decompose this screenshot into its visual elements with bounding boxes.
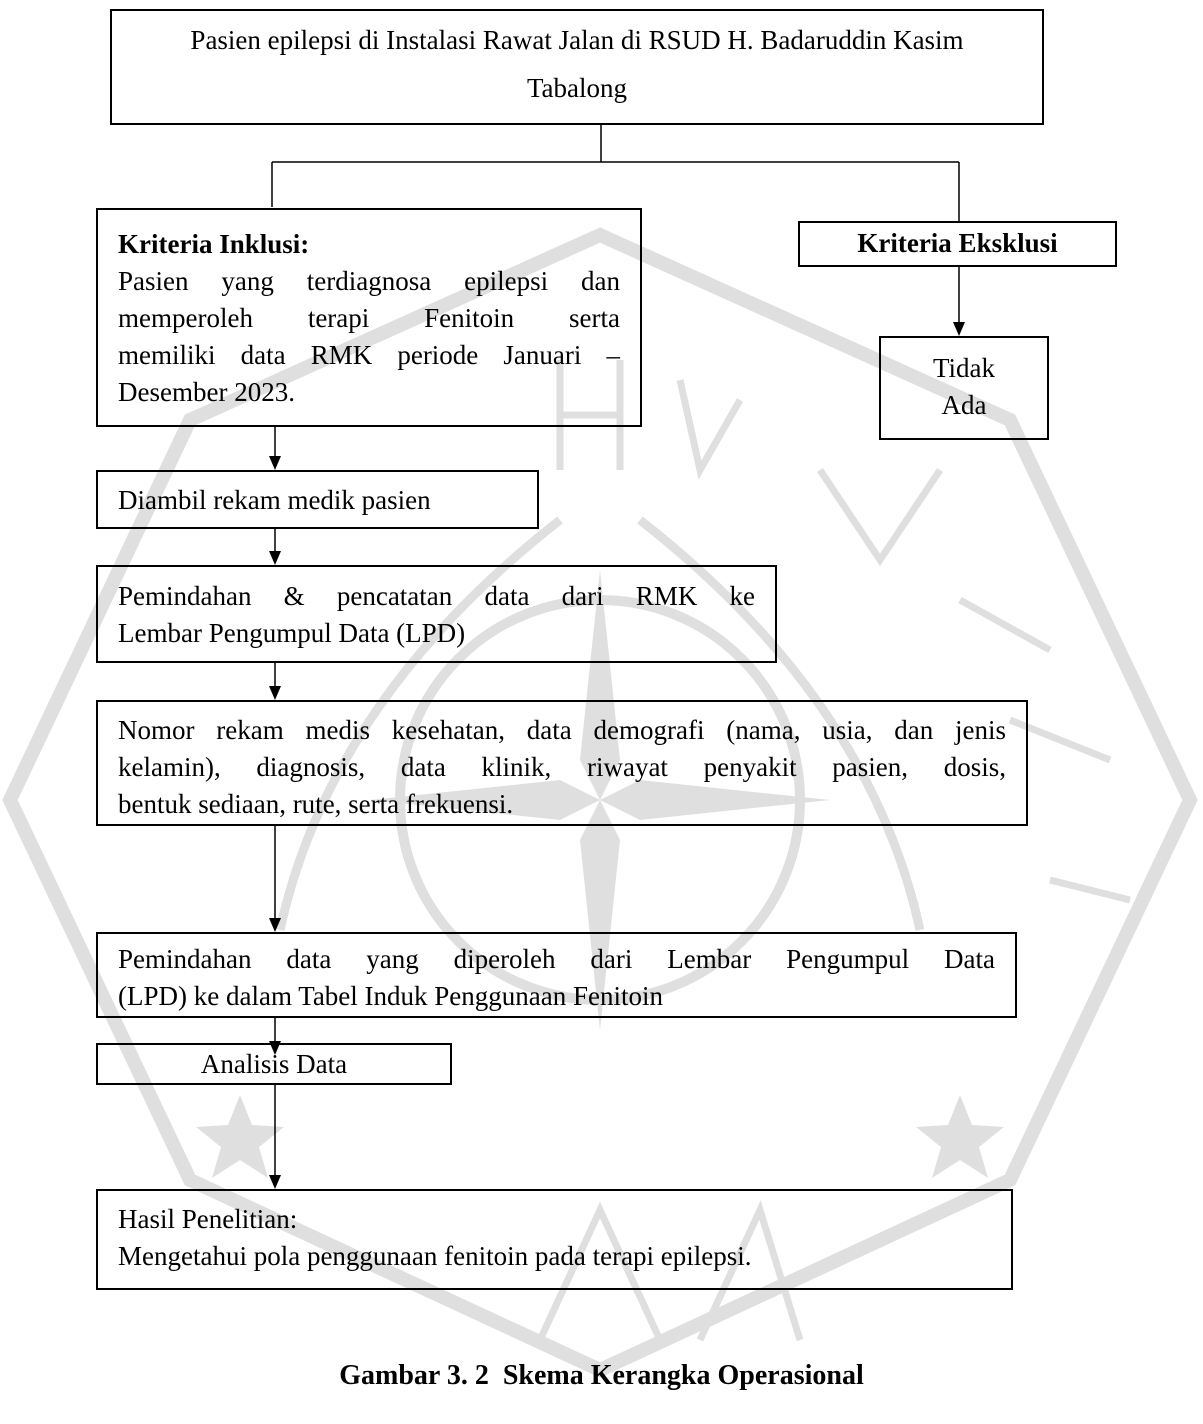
population-text-line2: Tabalong [526, 73, 628, 103]
inclusion-line3: memiliki data RMK periode Januari – [118, 340, 620, 370]
result-box: Hasil Penelitian: Mengetahui pola penggu… [96, 1189, 1013, 1290]
inclusion-line1: Pasien yang terdiagnosa epilepsi dan [118, 266, 620, 296]
result-text: Mengetahui pola penggunaan fenitoin pada… [118, 1241, 752, 1271]
inclusion-criteria-box: Kriteria Inklusi: Pasien yang terdiagnos… [96, 208, 642, 427]
exclusion-criteria-box: Kriteria Eksklusi [798, 221, 1117, 267]
step-data-items-line1: Nomor rekam medis kesehatan, data demogr… [118, 715, 1006, 745]
population-box: Pasien epilepsi di Instalasi Rawat Jalan… [110, 9, 1044, 125]
step-medical-record-box: Diambil rekam medik pasien [96, 470, 539, 529]
step-master-table-box: Pemindahan data yang diperoleh dari Lemb… [96, 932, 1017, 1018]
step-data-items-box: Nomor rekam medis kesehatan, data demogr… [96, 700, 1028, 826]
inclusion-line4: Desember 2023. [118, 377, 295, 407]
exclusion-result-line1: Tidak [932, 353, 996, 383]
step-medical-record-text: Diambil rekam medik pasien [118, 485, 431, 515]
result-title: Hasil Penelitian: [118, 1204, 298, 1234]
exclusion-result-line2: Ada [941, 390, 987, 420]
inclusion-line2: memperoleh terapi Fenitoin serta [118, 303, 620, 333]
step-data-transfer-line1: Pemindahan & pencatatan data dari RMK ke [118, 581, 755, 611]
inclusion-title: Kriteria Inklusi: [118, 229, 310, 259]
step-analysis-box: Analisis Data [96, 1043, 452, 1085]
step-data-items-line2: kelamin), diagnosis, data klinik, riwaya… [118, 752, 1006, 782]
step-master-table-line2: (LPD) ke dalam Tabel Induk Penggunaan Fe… [118, 981, 663, 1011]
step-data-items-line3: bentuk sediaan, rute, serta frekuensi. [118, 789, 514, 819]
figure-caption: Gambar 3. 2 Skema Kerangka Operasional [339, 1360, 864, 1391]
population-text-line1: Pasien epilepsi di Instalasi Rawat Jalan… [190, 25, 964, 55]
step-analysis-text: Analisis Data [200, 1049, 348, 1079]
exclusion-title: Kriteria Eksklusi [857, 228, 1058, 258]
step-master-table-line1: Pemindahan data yang diperoleh dari Lemb… [118, 944, 995, 974]
step-data-transfer-line2: Lembar Pengumpul Data (LPD) [118, 618, 466, 648]
step-data-transfer-box: Pemindahan & pencatatan data dari RMK ke… [96, 565, 777, 663]
exclusion-result-box: Tidak Ada [879, 336, 1049, 440]
